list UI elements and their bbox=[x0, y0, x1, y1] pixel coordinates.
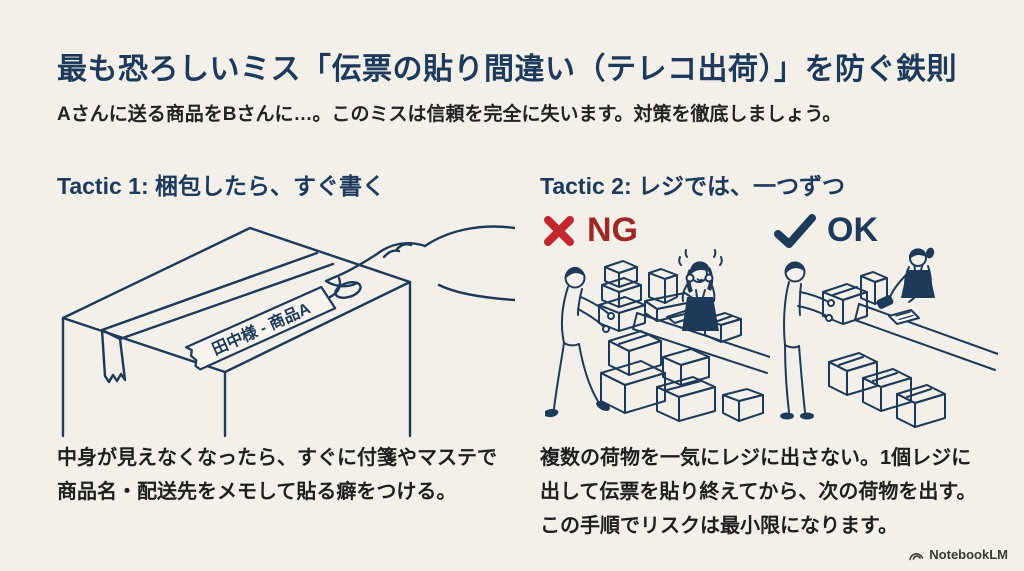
box-taping-illustration: 田中様 - 商品A bbox=[61, 225, 515, 438]
packing-tape-edge bbox=[100, 251, 319, 332]
clerk-hair bbox=[689, 261, 711, 276]
clerk-hand bbox=[685, 273, 695, 283]
tactic2-body-line1: 複数の荷物を一気にレジに出さない。1個レジに bbox=[540, 447, 972, 469]
man-arm bbox=[797, 305, 828, 317]
tactic2-heading: Tactic 2: レジでは、一つずつ bbox=[540, 173, 845, 199]
man-arm bbox=[577, 308, 605, 328]
sweat-drop bbox=[713, 249, 717, 258]
sweat-drop bbox=[684, 249, 688, 258]
man-leg bbox=[784, 344, 790, 413]
tactic2-body-line2: 出して伝票を貼り終えてから、次の荷物を出す。 bbox=[540, 481, 977, 503]
clerk-ponytail bbox=[925, 247, 935, 259]
ok-mark: OK bbox=[772, 211, 878, 250]
tape-tail bbox=[328, 276, 342, 299]
tape-flap bbox=[100, 328, 127, 384]
clerk-arm bbox=[889, 273, 908, 298]
hand-knuckle bbox=[395, 242, 413, 251]
man-leg bbox=[798, 345, 806, 413]
man-shoe bbox=[596, 401, 610, 411]
ok-label: OK bbox=[827, 211, 878, 249]
notebooklm-logo-icon bbox=[909, 553, 924, 561]
counter-front bbox=[854, 303, 996, 371]
arm-outline bbox=[423, 225, 515, 248]
man-arm bbox=[580, 296, 610, 315]
page-subtitle: Aさんに送る商品をBさんに…。このミスは信頼を完全に失います。対策を徹底しましょ… bbox=[57, 104, 842, 125]
hand-outline bbox=[324, 242, 427, 288]
arm-outline bbox=[437, 283, 515, 302]
man-leg bbox=[578, 343, 600, 404]
counter-edge bbox=[858, 303, 998, 355]
ng-mark: NG bbox=[540, 211, 638, 250]
man-shoe bbox=[800, 412, 814, 420]
clerk-apron bbox=[901, 270, 935, 298]
check-icon bbox=[774, 213, 816, 248]
man-hair bbox=[565, 266, 584, 279]
ok-scene-illustration bbox=[780, 247, 998, 428]
x-icon bbox=[544, 215, 574, 246]
tape-label-text: 田中様 - 商品A bbox=[209, 298, 314, 359]
man-hair bbox=[785, 261, 804, 274]
tactic1-body-line2: 商品名・配送先をメモして貼る癖をつける。 bbox=[57, 481, 457, 503]
tactic2-body: 複数の荷物を一気にレジに出さない。1個レジに 出して伝票を貼り終えてから、次の荷… bbox=[540, 441, 1000, 543]
tape-dispenser bbox=[876, 295, 894, 309]
ng-label: NG bbox=[587, 211, 638, 249]
tactic1-body: 中身が見えなくなったら、すぐに付箋やマステで 商品名・配送先をメモして貼る癖をつ… bbox=[57, 441, 517, 509]
tactic1-heading: Tactic 1: 梱包したら、すぐ書く bbox=[57, 173, 385, 199]
counter-front bbox=[632, 312, 768, 374]
man-arm bbox=[799, 291, 830, 303]
thumb bbox=[334, 281, 362, 299]
sweat-drop bbox=[678, 256, 682, 266]
clerk-hair bbox=[909, 248, 927, 260]
shipping-slip bbox=[888, 309, 920, 325]
man-body bbox=[560, 286, 569, 344]
sweat-drop bbox=[719, 256, 723, 266]
man-shoe bbox=[780, 412, 794, 420]
clerk-apron bbox=[682, 297, 719, 331]
watermark: NotebookLM bbox=[908, 547, 1008, 562]
man-body bbox=[783, 281, 790, 346]
tactic1-body-line1: 中身が見えなくなったら、すぐに付箋やマステで bbox=[57, 447, 497, 469]
ng-scene-illustration bbox=[545, 249, 770, 422]
tactic2-body-line3: この手順でリスクは最小限になります。 bbox=[540, 515, 898, 537]
man-leg bbox=[553, 342, 565, 410]
packing-tape-edge bbox=[118, 262, 335, 341]
page-title: 最も恐ろしいミス「伝票の貼り間違い（テレコ出荷）」を防ぐ鉄則 bbox=[57, 53, 957, 86]
hand-knuckle bbox=[382, 249, 401, 259]
watermark-text: NotebookLM bbox=[929, 547, 1008, 562]
man-shoe bbox=[545, 408, 559, 418]
clerk-hand bbox=[704, 273, 714, 283]
